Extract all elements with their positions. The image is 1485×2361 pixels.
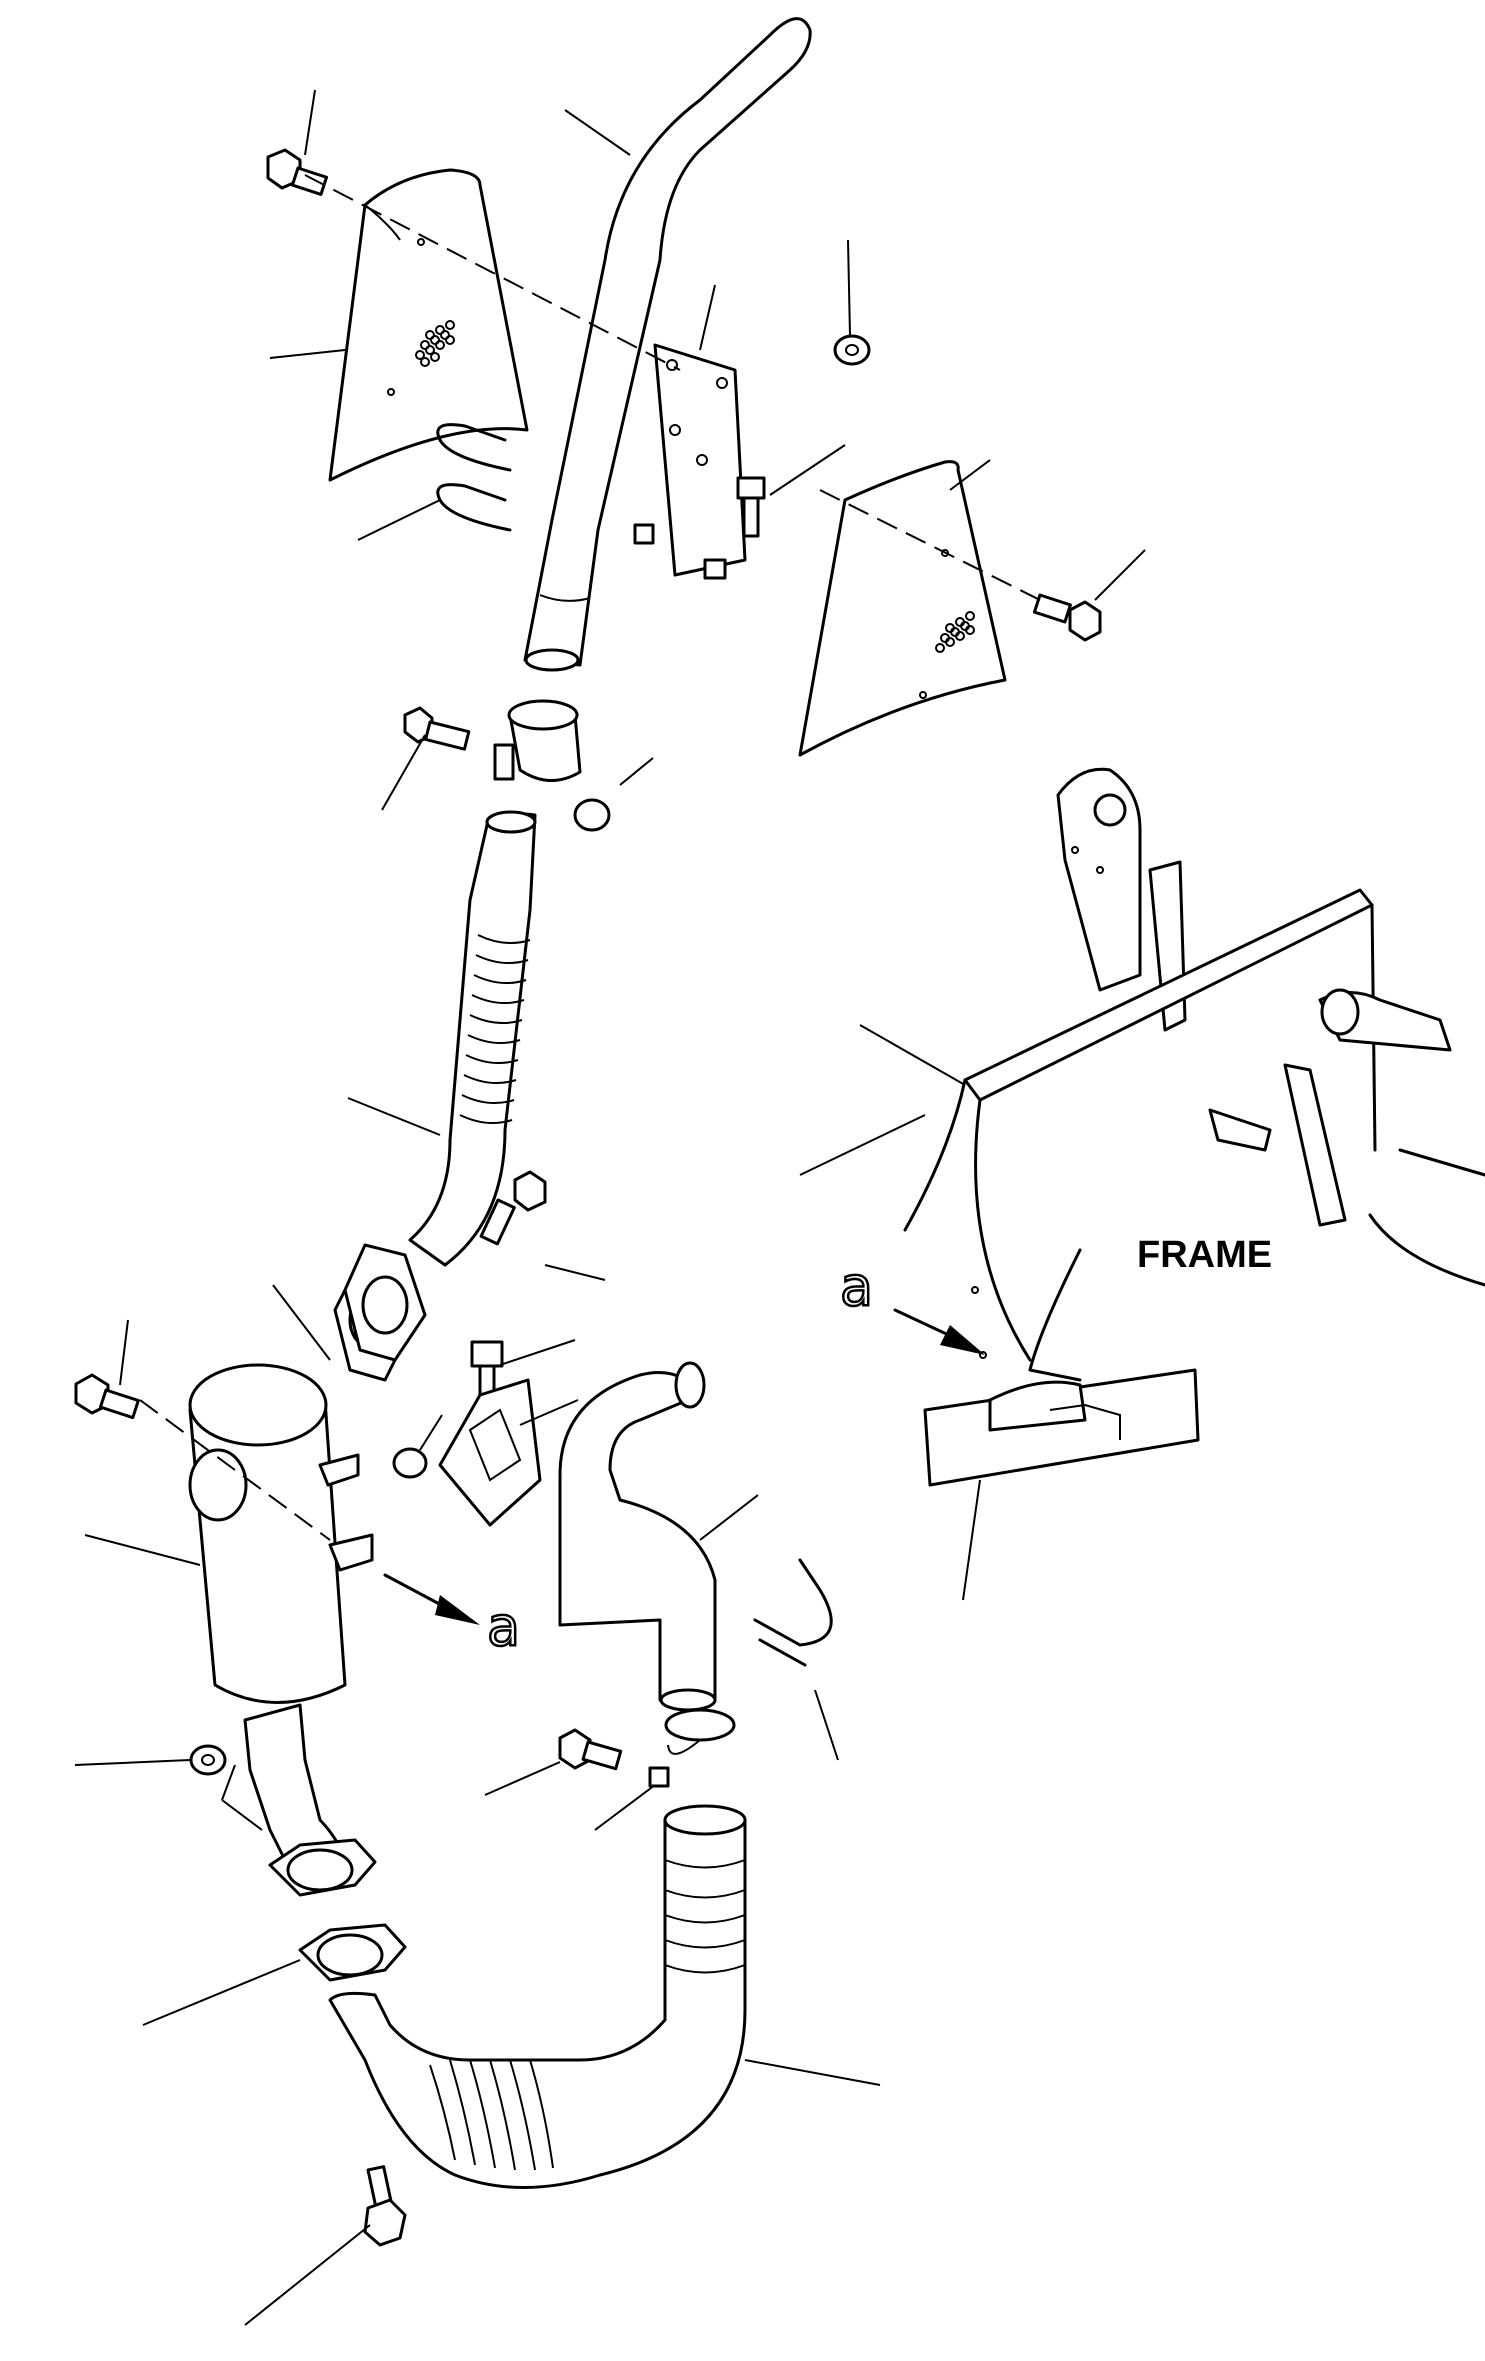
pipe-flange-lower: [268, 1838, 377, 1897]
clamp-nut: [573, 798, 611, 832]
flexible-pipe: [408, 810, 537, 1267]
left-shield-vent: [415, 320, 455, 367]
lower-exhaust-pipe: [328, 1804, 747, 2189]
vehicle-frame: [903, 767, 1485, 1487]
bolt-lower-right: [558, 1728, 623, 1771]
elbow-pipe: [558, 1361, 717, 1712]
bolt-upper-right: [1032, 593, 1102, 642]
tail-pipe: [523, 17, 812, 672]
band-clamp-lower: [648, 1708, 736, 1788]
u-bolt-lower: [436, 483, 512, 532]
pipe-clamp-upper: [493, 699, 582, 782]
leader-lines: [74, 89, 1146, 2326]
bracket-bolt: [736, 476, 766, 538]
bolt-mid-right: [479, 1170, 547, 1246]
clamp-bolt: [403, 706, 471, 751]
nut-mid: [392, 1447, 428, 1479]
washer-upper-right: [833, 334, 871, 366]
muffler-bolt: [74, 1373, 140, 1420]
frame-label: FRAME: [1137, 1234, 1272, 1276]
right-shield-vent: [935, 611, 975, 653]
flange-gasket-lower: [298, 1923, 407, 1982]
reference-arrow-left: [383, 1573, 480, 1625]
washer-lower-left: [189, 1744, 227, 1776]
right-heat-shield: [798, 460, 1007, 757]
reference-mark-right: a: [840, 1255, 873, 1318]
pipe-flange-mid: [343, 1243, 427, 1362]
bolt-top-left: [266, 148, 329, 196]
stack-bracket: [633, 343, 747, 580]
u-bolt-lower-pipe: [753, 1558, 833, 1667]
muffler-mount-bracket: [438, 1378, 542, 1527]
u-bolt-upper: [436, 423, 512, 472]
muffler: [188, 1363, 374, 1704]
reference-mark-left: a: [487, 1595, 520, 1658]
reference-arrow-right: [893, 1308, 985, 1355]
bolt-bottom: [363, 2165, 407, 2247]
left-heat-shield: [328, 168, 529, 482]
